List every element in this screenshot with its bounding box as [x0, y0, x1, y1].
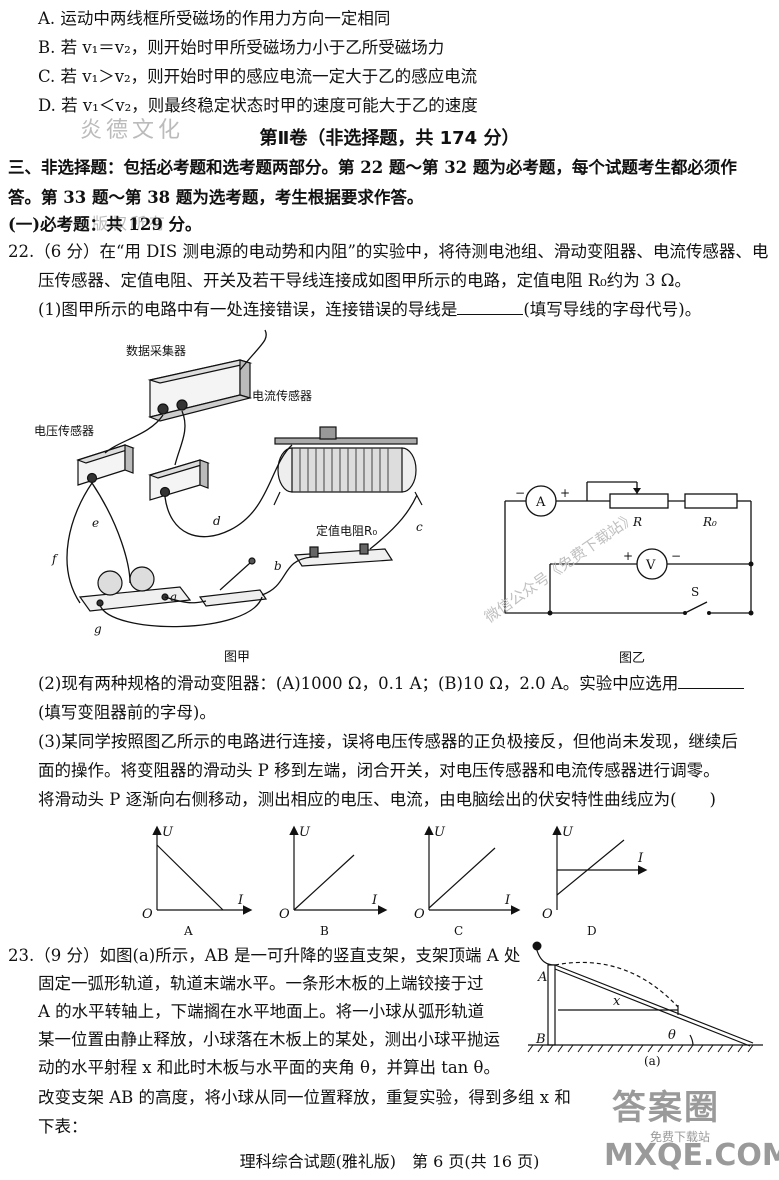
battery-box — [78, 566, 192, 612]
q22-sub3-line2: 面的操作。将变阻器的滑动头 P 移到左端，闭合开关，对电压传感器和电流传感器进行… — [38, 761, 720, 780]
figure-a-caption: (a) — [644, 1054, 661, 1068]
part3-line2: 答。第 33 题～第 38 题为选考题，考生根据要求作答。 — [8, 188, 424, 207]
graph-b-label: B — [320, 924, 329, 938]
ammeter-label: A — [535, 495, 546, 510]
wire-label-f: f — [51, 552, 59, 566]
voltage-sensor — [76, 444, 135, 486]
label-data-collector: 数据采集器 — [126, 343, 186, 358]
graph-a-o: O — [142, 907, 153, 922]
section-title: 第Ⅱ卷（非选择题，共 174 分） — [259, 128, 520, 149]
watermark-small: 免费下载站 — [650, 1130, 711, 1144]
graph-c-u: U — [434, 825, 446, 840]
q22-sub2-line1: (2)现有两种规格的滑动变阻器：(A)1000 Ω，0.1 A；(B)10 Ω，… — [38, 673, 745, 695]
current-sensor — [148, 459, 210, 501]
watermark-site: MXQE.COM — [604, 1138, 779, 1173]
q22-stem-1: 22.（6 分）在“用 DIS 测电源的电动势和内阻”的实验中，将待测电池组、滑… — [8, 242, 769, 261]
graph-d-i: I — [637, 851, 644, 866]
graph-c-label: C — [454, 924, 463, 938]
wire-label-a: a — [170, 590, 177, 604]
caption-jia: 图甲 — [224, 650, 250, 665]
option-b: B. 若 v₁＝v₂，则开始时甲所受磁场力小于乙所受磁场力 — [38, 38, 445, 57]
q23-line4: 某一位置由静止释放，小球落在木板上的某处，测出小球平抛运 — [38, 1030, 500, 1049]
caption-yi: 图乙 — [619, 651, 645, 666]
q23-line7: 下表： — [38, 1117, 88, 1136]
q22-sub2-line2: (填写变阻器前的字母)。 — [38, 703, 216, 722]
rheostat — [273, 426, 423, 506]
wire-label-g: g — [94, 622, 102, 636]
rheostat-label: R — [632, 515, 642, 529]
q23-line5: 动的水平射程 x 和此时木板与水平面的夹角 θ，并算出 tan θ。 — [38, 1058, 500, 1077]
switch-label: S — [691, 585, 699, 599]
graph-b-o: O — [279, 907, 290, 922]
graph-c-o: O — [414, 907, 425, 922]
graph-c-i: I — [504, 893, 511, 908]
option-c: C. 若 v₁＞v₂，则开始时甲的感应电流一定大于乙的感应电流 — [38, 67, 478, 86]
watermark-logo: 答案圈 — [612, 1088, 720, 1128]
data-collector — [147, 359, 253, 422]
switch — [198, 557, 268, 607]
wire-label-e: e — [92, 516, 99, 530]
figure-a-x: x — [613, 994, 621, 1009]
voltmeter-plus: + — [623, 549, 633, 563]
figure-a-point-a: A — [537, 970, 547, 985]
figure-a-theta: θ — [668, 1028, 676, 1043]
graph-d-label: D — [587, 924, 597, 938]
graph-b-i: I — [371, 893, 378, 908]
label-voltage-sensor: 电压传感器 — [34, 423, 94, 438]
graph-d-o: O — [542, 907, 553, 922]
option-a: A. 运动中两线框所受磁场的作用力方向一定相同 — [38, 9, 391, 28]
ammeter-minus: − — [515, 486, 525, 500]
voltmeter-minus: − — [671, 549, 681, 563]
q22-sub1-tail: (填写导线的字母代号)。 — [523, 300, 702, 319]
label-fixed-resistor: 定值电阻R₀ — [316, 523, 377, 538]
graph-b-u: U — [299, 825, 311, 840]
q22-sub1: (1)图甲所示的电路中有一处连接错误，连接错误的导线是 (填写导线的字母代号)。 — [38, 299, 701, 321]
q22-stem-2: 压传感器、定值电阻、开关及若干导线连接成如图甲所示的电路，定值电阻 R₀约为 3… — [38, 271, 691, 290]
q23-line3: A 的水平转轴上，下端搁在水平地面上。将一小球从弧形轨道 — [38, 1002, 485, 1021]
answer-blank-1[interactable] — [457, 300, 524, 315]
q23-line2: 固定一弧形轨道，轨道末端水平。一条形木板的上端铰接于过 — [38, 974, 484, 993]
figure-yi: A V − + + − R R₀ S 图乙 — [504, 481, 754, 666]
q22-sub3-line3: 将滑动头 P 逐渐向右侧移动，测出相应的电压、电流，由电脑绘出的伏安特性曲线应为… — [38, 790, 716, 809]
graph-d-u: U — [562, 825, 574, 840]
voltmeter-label: V — [645, 558, 656, 573]
q23-line6: 改变支架 AB 的高度，将小球从同一位置释放，重复实验，得到多组 x 和 — [38, 1088, 571, 1107]
graph-a-u: U — [162, 825, 174, 840]
graph-a-label: A — [183, 924, 193, 938]
figure-a-point-b: B — [535, 1032, 546, 1047]
figure-a: A B x θ (a) — [527, 941, 763, 1068]
wire-label-d: d — [213, 514, 221, 528]
answer-blank-2[interactable] — [678, 674, 745, 689]
required-title: (一)必考题：共 129 分。 — [8, 215, 202, 234]
watermark-rights: 版权所有 — [92, 214, 169, 233]
resistor-label: R₀ — [702, 515, 717, 529]
fixed-resistor — [293, 543, 394, 567]
wire-label-b: b — [274, 559, 282, 573]
wire-label-c: c — [416, 520, 423, 534]
q22-sub3-line1: (3)某同学按照图乙所示的电路进行连接，误将电压传感器的正负极接反，但他尚未发现… — [38, 732, 738, 751]
q23-line1: 23.（9 分）如图(a)所示，AB 是一可升降的竖直支架，支架顶端 A 处 — [8, 946, 521, 965]
option-d: D. 若 v₁＜v₂，则最终稳定状态时甲的速度可能大于乙的速度 — [38, 96, 478, 115]
watermark-publisher: 炎德文化 — [80, 118, 185, 143]
ui-graph-choices: U I O A U I O B U I O C U I O D — [142, 825, 648, 938]
q22-sub1-text: (1)图甲所示的电路中有一处连接错误，连接错误的导线是 — [38, 300, 458, 319]
ammeter-plus: + — [560, 486, 570, 500]
label-current-sensor: 电流传感器 — [252, 388, 312, 403]
part3-line1: 三、非选择题：包括必考题和选考题两部分。第 22 题～第 32 题为必考题，每个… — [8, 158, 737, 177]
q22-sub2-text: (2)现有两种规格的滑动变阻器：(A)1000 Ω，0.1 A；(B)10 Ω，… — [38, 674, 679, 693]
figure-jia: a b c d e f g 数据采集器 电流传感器 电压传感器 定值电阻R₀ 图… — [34, 329, 423, 665]
graph-a-i: I — [237, 893, 244, 908]
page-footer: 理科综合试题(雅礼版) 第 6 页(共 16 页) — [239, 1152, 540, 1171]
